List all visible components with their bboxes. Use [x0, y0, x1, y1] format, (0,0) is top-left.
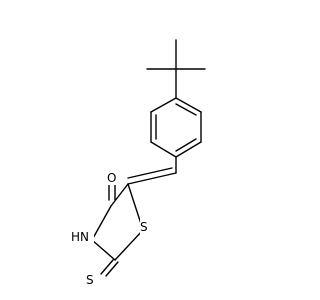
- ring-sulfur-label: S: [140, 220, 148, 234]
- bond-ring-top-upper-right: [175, 97, 202, 113]
- bond-lines: [91, 39, 206, 277]
- bond-n3-to-c2: [91, 239, 116, 261]
- bond-c2-thione-2: [105, 261, 119, 277]
- bond-c2-to-s1: [114, 229, 144, 261]
- bond-ring-bottom-lower-left: [150, 141, 177, 158]
- oxygen-label-mask: [106, 171, 118, 185]
- bond-ring-lower-right-bottom: [175, 141, 202, 158]
- nitrogen-atom-label: N: [80, 230, 89, 244]
- bond-c5-to-c4: [110, 183, 129, 207]
- bond-ring-upper-left-top: [150, 97, 177, 113]
- thione-sulfur-label: S: [86, 273, 94, 287]
- nh-label-mask: [70, 229, 94, 245]
- bond-methine-to-c5-double: [127, 167, 173, 179]
- oxygen-atom-label: O: [107, 171, 116, 185]
- thione-sulfur-label-mask: [86, 272, 98, 288]
- nitrogen-hydrogen-label: H: [71, 230, 80, 244]
- molecule-structure-diagram: O H N S S: [70, 39, 206, 288]
- bond-c2-thione-1: [100, 259, 114, 275]
- bond-c4-to-n3: [91, 205, 112, 241]
- bond-ring-inner-double-top-right: [175, 103, 197, 116]
- bond-methine-to-c5: [127, 172, 177, 185]
- atom-labels: O H N S S: [70, 171, 151, 288]
- bond-ring-inner-double-bottom-right: [175, 138, 197, 152]
- ring-sulfur-label-mask: [140, 219, 151, 235]
